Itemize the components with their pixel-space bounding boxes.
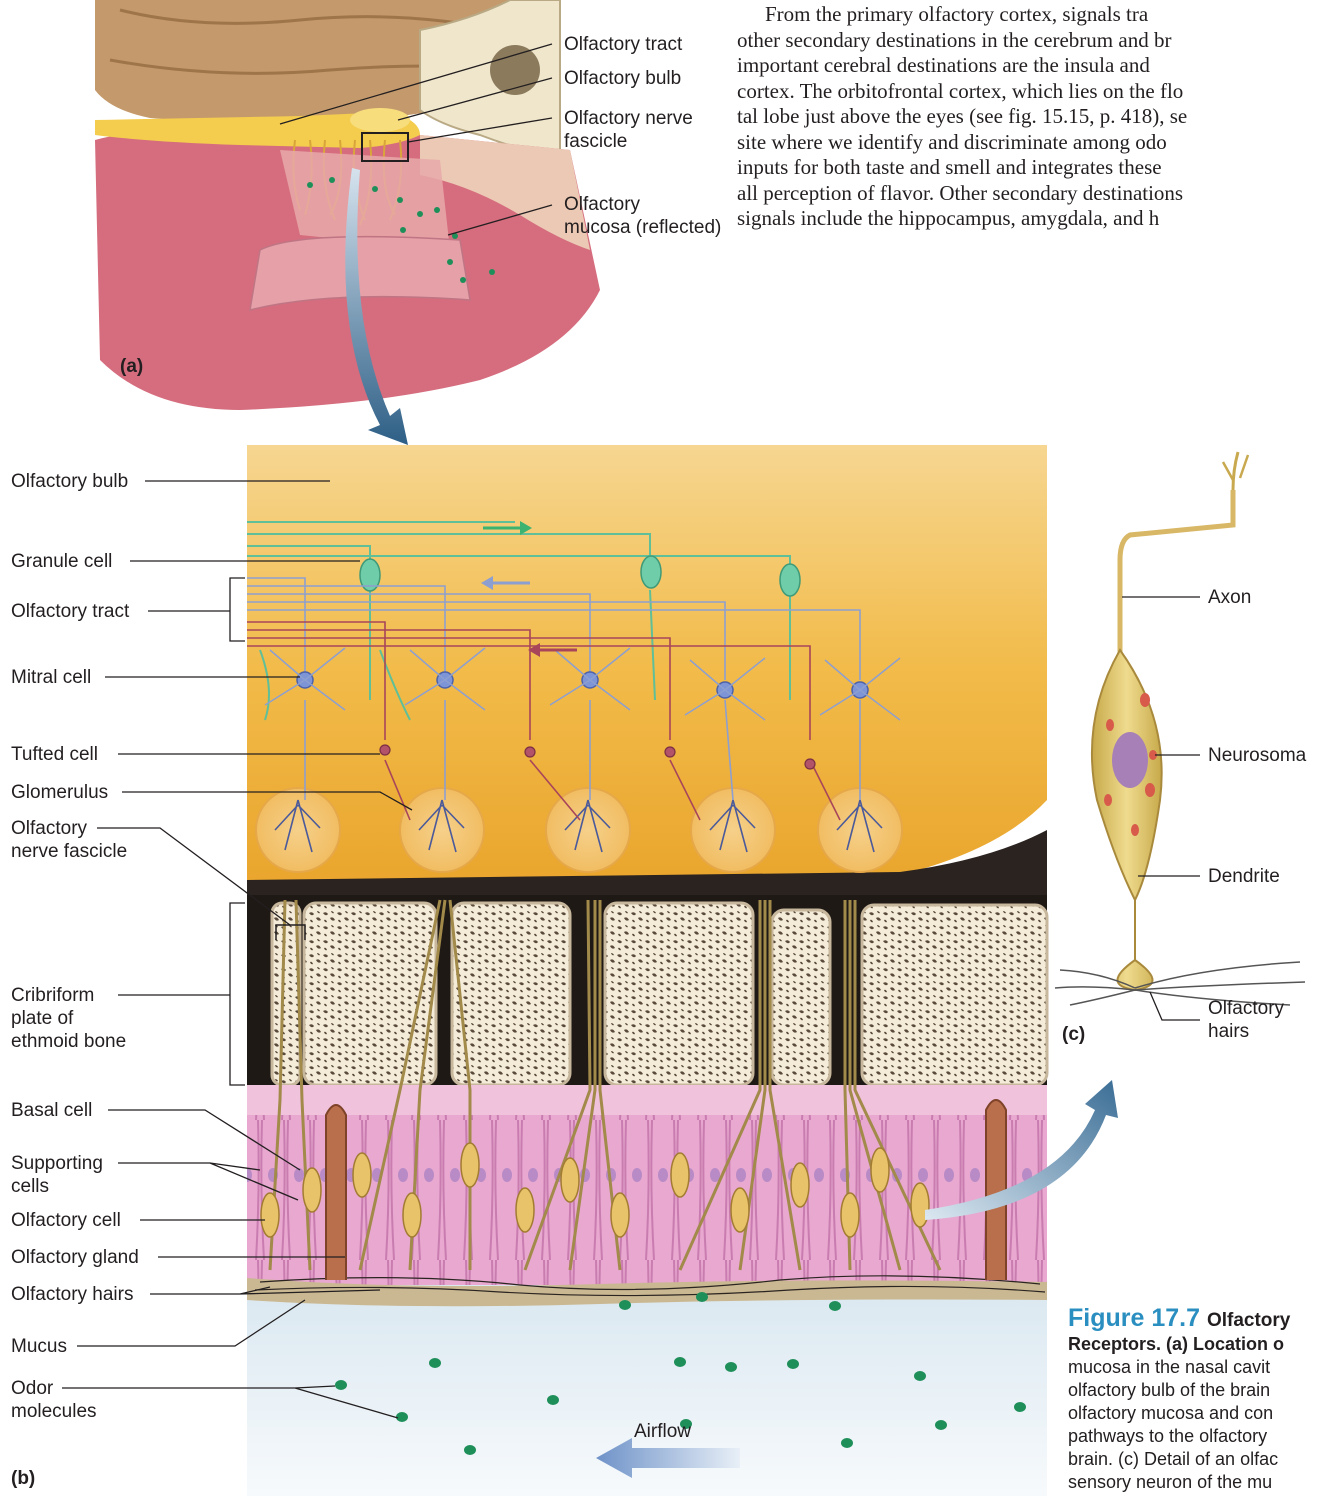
label-axon: Axon	[1208, 586, 1251, 609]
caption-line: sensory neuron of the mu	[1068, 1471, 1325, 1494]
label-dendrite: Dendrite	[1208, 865, 1280, 888]
label-line: Olfactory	[1208, 997, 1284, 1020]
label-basal-cell: Basal cell	[11, 1099, 92, 1122]
label-tufted-cell: Tufted cell	[11, 743, 98, 766]
label-airflow: Airflow	[634, 1420, 691, 1443]
panel-a-illustration	[60, 0, 630, 425]
label-mucus: Mucus	[11, 1335, 67, 1358]
panel-b-illustration	[247, 445, 1047, 1496]
label-line: molecules	[11, 1400, 97, 1423]
caption-line: brain. (c) Detail of an olfac	[1068, 1448, 1325, 1471]
label-line: plate of	[11, 1007, 126, 1030]
label-line: cells	[11, 1175, 103, 1198]
caption-line: pathways to the olfactory	[1068, 1425, 1325, 1448]
label-olfactory-bulb-a: Olfactory bulb	[564, 67, 681, 90]
label-line: hairs	[1208, 1020, 1284, 1043]
label-cribriform-plate: Cribriform plate of ethmoid bone	[11, 984, 126, 1053]
panel-b-tag: (b)	[11, 1468, 35, 1490]
label-nerve-fascicle-a: Olfactory nerve fascicle	[564, 107, 693, 153]
caption-line: olfactory bulb of the brain	[1068, 1379, 1325, 1402]
label-olfactory-gland: Olfactory gland	[11, 1246, 139, 1269]
label-olfactory-hairs-c: Olfactory hairs	[1208, 997, 1284, 1043]
label-odor-molecules: Odor molecules	[11, 1377, 97, 1423]
label-line: Olfactory	[564, 193, 721, 216]
caption-line: Receptors. (a) Location o	[1068, 1333, 1325, 1356]
label-neurosoma: Neurosoma	[1208, 744, 1306, 767]
label-olfactory-cell: Olfactory cell	[11, 1209, 121, 1232]
caption-line: mucosa in the nasal cavit	[1068, 1356, 1325, 1379]
label-olfactory-bulb-b: Olfactory bulb	[11, 470, 128, 493]
figure-caption: Figure 17.7 Olfactory Receptors. (a) Loc…	[1068, 1304, 1325, 1494]
label-glomerulus: Glomerulus	[11, 781, 108, 804]
caption-title-word: Olfactory	[1207, 1310, 1290, 1331]
caption-title: Figure 17.7 Olfactory	[1068, 1304, 1325, 1333]
label-mitral-cell: Mitral cell	[11, 666, 91, 689]
label-line: Supporting	[11, 1152, 103, 1175]
label-line: Olfactory	[11, 817, 127, 840]
label-line: nerve fascicle	[11, 840, 127, 863]
panel-a-tag: (a)	[120, 356, 143, 378]
label-line: mucosa (reflected)	[564, 216, 721, 239]
label-line: ethmoid bone	[11, 1030, 126, 1053]
label-line: Cribriform	[11, 984, 126, 1007]
panel-c-neuron	[1055, 452, 1305, 1005]
label-olfactory-hairs-b: Olfactory hairs	[11, 1283, 133, 1306]
label-granule-cell: Granule cell	[11, 550, 112, 573]
label-line: Odor	[11, 1377, 97, 1400]
label-olfactory-tract-a: Olfactory tract	[564, 33, 682, 56]
caption-line: olfactory mucosa and con	[1068, 1402, 1325, 1425]
label-supporting-cells: Supporting cells	[11, 1152, 103, 1198]
panel-c-tag: (c)	[1062, 1024, 1085, 1046]
label-nerve-fascicle-b: Olfactory nerve fascicle	[11, 817, 127, 863]
label-olfactory-tract-b: Olfactory tract	[11, 600, 129, 623]
label-line: Olfactory nerve	[564, 107, 693, 130]
figure-number: Figure 17.7	[1068, 1304, 1200, 1332]
label-line: fascicle	[564, 130, 693, 153]
label-mucosa-a: Olfactory mucosa (reflected)	[564, 193, 721, 239]
